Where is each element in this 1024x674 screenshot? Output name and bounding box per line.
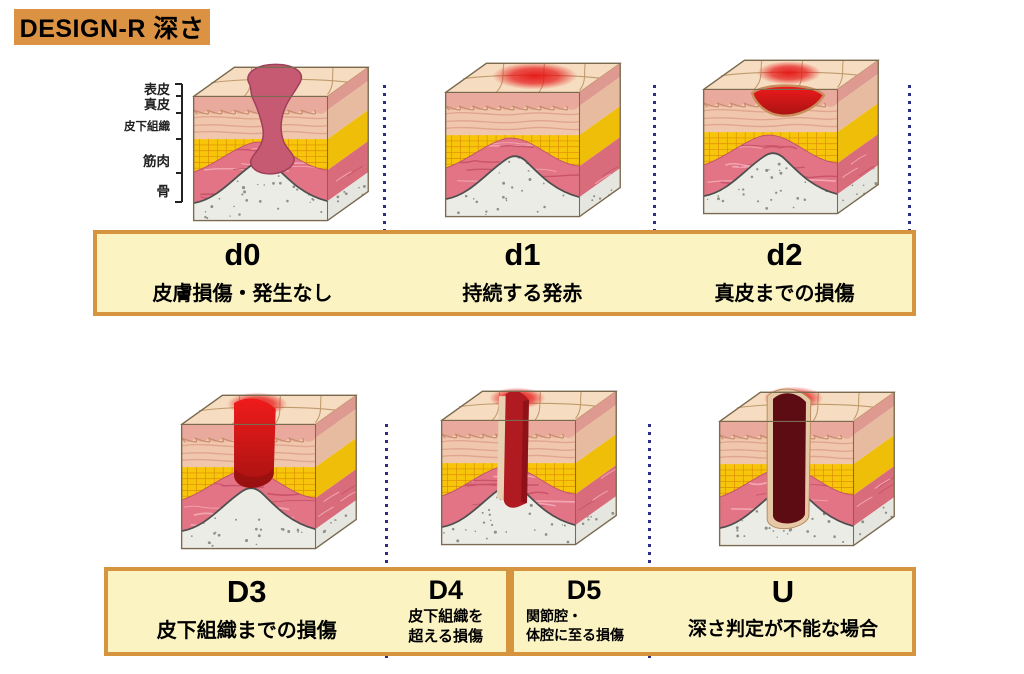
cell-d0: d0 皮膚損傷・発生なし — [97, 234, 388, 312]
cell-U: U 深さ判定が不能な場合 — [654, 571, 912, 652]
cell-D5: D5 関節腔・ 体腔に至る損傷 — [514, 571, 654, 652]
divider-dotted-line — [653, 85, 656, 316]
row1-banner: d0 皮膚損傷・発生なし d1 持続する発赤 d2 真皮までの損傷 — [93, 230, 916, 316]
skin-block-d1 — [434, 51, 628, 225]
grade-desc-D5: 関節腔・ 体腔に至る損傷 — [526, 608, 624, 643]
row2-left-banner: D3 皮下組織までの損傷 D4 皮下組織を 超える損傷 — [104, 567, 510, 656]
skin-cross-section-illustration — [701, 59, 881, 215]
skin-cross-section-illustration — [179, 392, 359, 550]
grade-label-D4: D4 — [428, 575, 463, 605]
row2-right-banner: D5 関節腔・ 体腔に至る損傷 U 深さ判定が不能な場合 — [510, 567, 916, 656]
skin-cross-section-illustration — [191, 63, 371, 222]
divider-dotted-line — [383, 85, 386, 316]
skin-cross-section-illustration — [717, 386, 897, 547]
layer-bracket — [175, 83, 183, 203]
cell-D3: D3 皮下組織までの損傷 — [108, 571, 385, 652]
grade-label-U: U — [771, 574, 795, 609]
skin-block-U — [708, 380, 902, 554]
grade-label-D3: D3 — [226, 574, 267, 609]
skin-block-d2 — [692, 48, 886, 222]
layer-label-dermis: 真皮 — [143, 97, 170, 112]
skin-cross-section-illustration — [443, 62, 623, 218]
layer-label-bone: 骨 — [156, 184, 171, 199]
skin-cross-section-illustration — [439, 387, 619, 546]
layer-label-epidermis: 表皮 — [143, 82, 170, 97]
cell-d2: d2 真皮までの損傷 — [657, 234, 912, 312]
layer-label-muscle: 筋肉 — [143, 154, 170, 169]
grade-desc-d0: 皮膚損傷・発生なし — [152, 282, 333, 305]
grade-desc-U: 深さ判定が不能な場合 — [687, 618, 878, 640]
grade-desc-d1: 持続する発赤 — [462, 282, 583, 305]
divider-dotted-line — [648, 424, 651, 658]
layer-label-subcutaneous: 皮下組織 — [124, 121, 170, 133]
grade-label-d1: d1 — [504, 237, 541, 272]
grade-desc-D3: 皮下組織までの損傷 — [156, 619, 337, 642]
skin-block-D4 — [430, 379, 624, 553]
grade-label-d2: d2 — [766, 237, 803, 272]
skin-block-d0 — [182, 55, 376, 229]
grade-label-D5: D5 — [566, 575, 602, 605]
page-title: DESIGN-R 深さ — [19, 15, 205, 43]
cell-D4: D4 皮下組織を 超える損傷 — [385, 571, 506, 652]
divider-dotted-line — [908, 85, 911, 316]
grade-label-d0: d0 — [224, 237, 261, 272]
cell-d1: d1 持続する発赤 — [388, 234, 657, 312]
skin-block-D3 — [170, 383, 364, 557]
divider-dotted-line — [385, 424, 388, 658]
grade-desc-d2: 真皮までの損傷 — [714, 282, 855, 305]
title-badge: DESIGN-R 深さ — [14, 9, 210, 45]
grade-desc-D4: 皮下組織を 超える損傷 — [408, 608, 484, 645]
